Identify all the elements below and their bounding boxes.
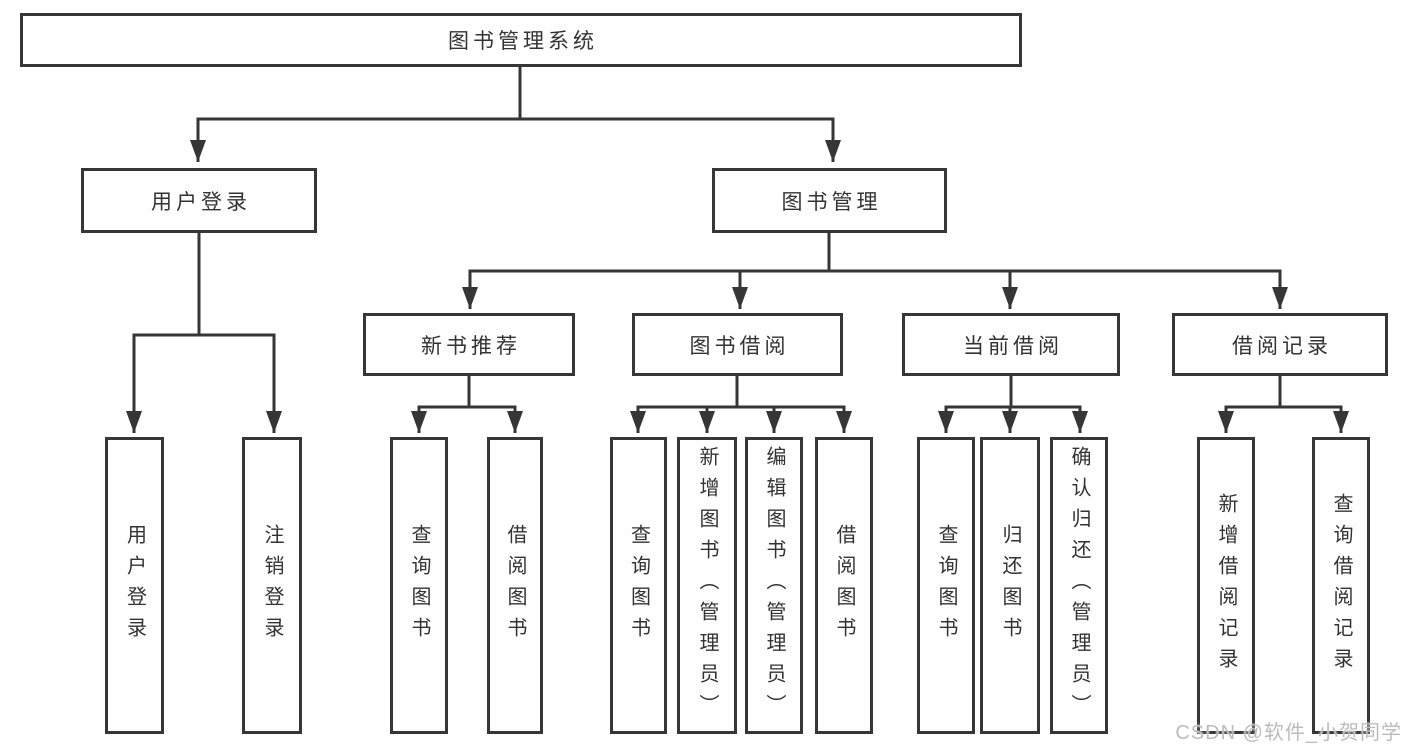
node-leaf-confirm-return-label: 确认归还（管理员） [1068, 446, 1090, 725]
node-book-mgmt: 图书管理 [712, 168, 947, 233]
node-leaf-query-book-1: 查询图书 [390, 437, 448, 734]
node-book-borrow-label: 图书借阅 [689, 334, 790, 358]
node-leaf-query-record-label: 查询借阅记录 [1330, 492, 1352, 679]
node-user-login: 用户登录 [81, 168, 317, 233]
node-new-book-rec: 新书推荐 [363, 313, 575, 376]
node-leaf-add-book: 新增图书（管理员） [677, 437, 737, 734]
node-leaf-logout: 注销登录 [242, 437, 302, 734]
node-current-borrow-label: 当前借阅 [963, 334, 1063, 358]
node-leaf-query-book-3-label: 查询图书 [935, 523, 957, 648]
node-book-mgmt-label: 图书管理 [781, 190, 882, 214]
node-leaf-return-book: 归还图书 [980, 437, 1040, 734]
node-leaf-logout-label: 注销登录 [261, 523, 283, 648]
node-root-label: 图书管理系统 [448, 30, 598, 53]
connector-group [126, 67, 1349, 433]
node-leaf-query-book-2: 查询图书 [610, 437, 667, 734]
node-leaf-query-book-2-label: 查询图书 [627, 523, 650, 648]
node-leaf-borrow-book-1-label: 借阅图书 [504, 523, 526, 648]
node-leaf-add-record: 新增借阅记录 [1197, 437, 1255, 734]
watermark-text: CSDN @软件_小贺同学 [1175, 722, 1402, 744]
node-leaf-edit-book: 编辑图书（管理员） [745, 437, 803, 734]
node-leaf-borrow-book-2: 借阅图书 [815, 437, 873, 734]
node-new-book-rec-label: 新书推荐 [421, 334, 521, 358]
node-leaf-query-record: 查询借阅记录 [1312, 437, 1370, 734]
node-book-borrow: 图书借阅 [632, 313, 843, 376]
node-borrow-records: 借阅记录 [1172, 313, 1388, 376]
node-user-login-label: 用户登录 [151, 190, 251, 214]
node-leaf-user-login: 用户登录 [105, 437, 164, 734]
node-borrow-records-label: 借阅记录 [1232, 334, 1332, 358]
node-leaf-add-book-label: 新增图书（管理员） [696, 446, 718, 725]
node-current-borrow: 当前借阅 [902, 313, 1120, 376]
node-leaf-edit-book-label: 编辑图书（管理员） [763, 446, 785, 725]
node-root: 图书管理系统 [20, 13, 1022, 67]
node-leaf-user-login-label: 用户登录 [123, 523, 146, 648]
node-leaf-borrow-book-1: 借阅图书 [487, 437, 543, 734]
node-leaf-borrow-book-2-label: 借阅图书 [833, 523, 855, 648]
node-leaf-confirm-return: 确认归还（管理员） [1050, 437, 1108, 734]
node-leaf-add-record-label: 新增借阅记录 [1215, 492, 1237, 679]
node-leaf-query-book-1-label: 查询图书 [408, 523, 430, 648]
node-leaf-return-book-label: 归还图书 [999, 523, 1021, 648]
node-leaf-query-book-3: 查询图书 [917, 437, 975, 734]
